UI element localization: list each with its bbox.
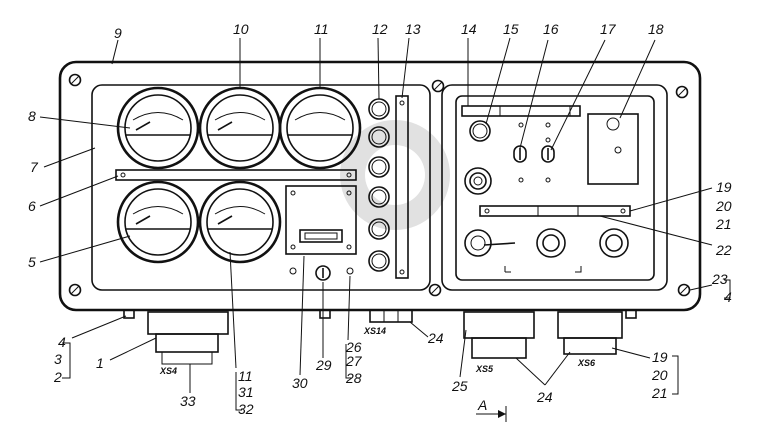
right-subpanel-inner xyxy=(455,95,655,281)
socket-right xyxy=(599,228,629,258)
connector-xs5 xyxy=(463,311,535,359)
connector-socket xyxy=(464,167,492,195)
callout-11: 11 xyxy=(314,21,329,37)
lamp-right xyxy=(346,267,354,275)
callout-8: 8 xyxy=(28,108,36,124)
callout-31: 31 xyxy=(238,384,254,400)
left-subpanel xyxy=(91,84,431,291)
callout-9: 9 xyxy=(114,25,122,41)
callout-4-right: 4 xyxy=(724,289,732,305)
callout-24-bottom: 24 xyxy=(536,389,553,405)
callout-5: 5 xyxy=(28,254,36,270)
socket-center xyxy=(536,228,566,258)
callout-16: 16 xyxy=(543,21,559,37)
callout-14: 14 xyxy=(461,21,477,37)
mount-foot-mid xyxy=(319,309,331,319)
callout-2: 2 xyxy=(53,369,62,385)
callout-26: 26 xyxy=(345,339,362,355)
callout-29: 29 xyxy=(315,357,332,373)
housing-screws xyxy=(68,73,691,297)
callout-18: 18 xyxy=(648,21,664,37)
lamp-15 xyxy=(469,120,491,142)
leader-lines xyxy=(39,37,731,422)
switch-17 xyxy=(541,145,555,163)
callout-13: 13 xyxy=(405,21,421,37)
callout-1: 1 xyxy=(96,355,104,371)
indicator-module xyxy=(285,185,357,255)
label-xs6: XS6 xyxy=(577,358,596,368)
callout-30: 30 xyxy=(292,375,308,391)
callout-20-lower: 20 xyxy=(651,367,668,383)
callout-7: 7 xyxy=(30,159,39,175)
gauge-11-lower xyxy=(198,180,282,264)
callout-3: 3 xyxy=(54,351,62,367)
label-xs14: XS14 xyxy=(363,326,386,336)
right-subpanel xyxy=(441,84,668,291)
callout-21-lower: 21 xyxy=(651,385,668,401)
connector-xs4 xyxy=(147,311,229,365)
callout-15: 15 xyxy=(503,21,519,37)
label-xs4: XS4 xyxy=(159,366,177,376)
callout-22: 22 xyxy=(715,242,732,258)
callout-19-lower: 19 xyxy=(652,349,668,365)
callout-20: 20 xyxy=(715,198,732,214)
mount-foot-left xyxy=(123,309,135,319)
callout-28: 28 xyxy=(345,370,362,386)
gauge-8 xyxy=(116,86,200,170)
cover-plate-18 xyxy=(587,113,639,185)
gauge-10 xyxy=(198,86,282,170)
top-label-plate xyxy=(461,105,581,117)
indicator-lamp-column xyxy=(368,98,390,272)
callout-32: 32 xyxy=(238,401,254,417)
callout-12: 12 xyxy=(372,21,388,37)
view-label-a: A xyxy=(477,397,487,413)
callout-labels: 9 10 11 12 13 14 15 16 17 18 8 7 6 5 19 … xyxy=(28,21,732,417)
callout-23: 23 xyxy=(711,271,728,287)
callout-6: 6 xyxy=(28,198,36,214)
fuse-holder xyxy=(464,229,516,257)
switch-16 xyxy=(513,145,527,163)
callout-10: 10 xyxy=(233,21,249,37)
toggle-switch xyxy=(315,265,331,281)
callout-19: 19 xyxy=(716,179,732,195)
label-xs5: XS5 xyxy=(475,364,494,374)
callout-11-lower: 11 xyxy=(238,368,253,384)
connector-xs14 xyxy=(369,309,413,323)
callout-33: 33 xyxy=(180,393,196,409)
callout-4: 4 xyxy=(58,334,66,350)
callout-21: 21 xyxy=(715,216,732,232)
callout-25: 25 xyxy=(451,378,468,394)
gauge-5 xyxy=(116,180,200,264)
callout-27: 27 xyxy=(345,353,363,369)
mount-foot-right xyxy=(625,309,637,319)
divider-strip xyxy=(115,169,357,181)
lamp-left xyxy=(289,267,297,275)
callout-17: 17 xyxy=(600,21,617,37)
gauge-11 xyxy=(278,86,362,170)
lower-label-plate xyxy=(479,205,631,217)
callout-24-top: 24 xyxy=(427,330,444,346)
connector-xs6 xyxy=(557,311,623,355)
